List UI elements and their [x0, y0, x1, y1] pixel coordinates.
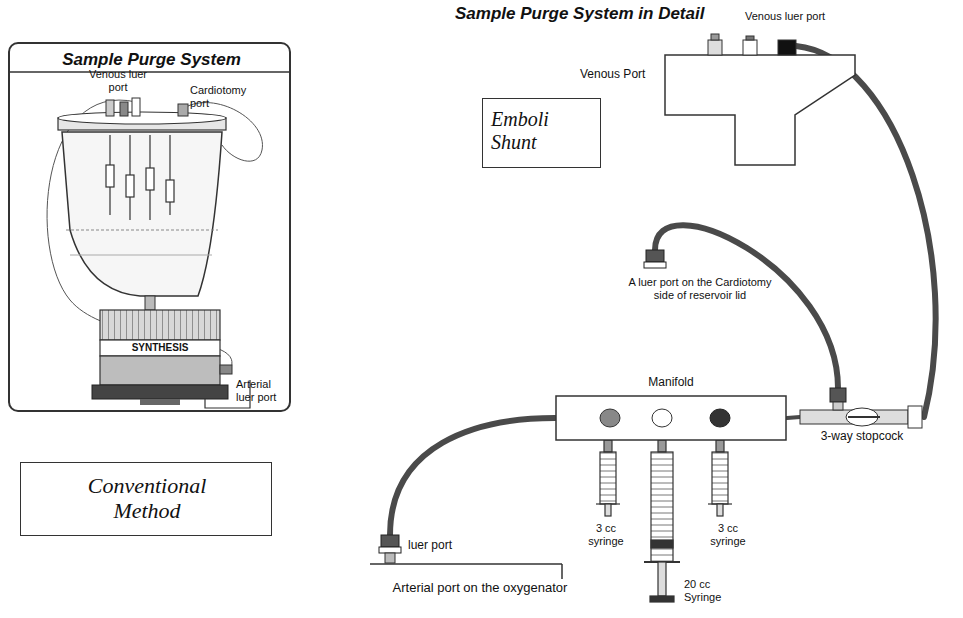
tube: [787, 417, 800, 418]
venous-port-outline: [580, 38, 860, 168]
tube: [796, 46, 936, 417]
arterial-port: luer portArterial port on the oxygenator: [340, 535, 620, 607]
node-text: luer port: [408, 539, 488, 553]
oxygenator: [100, 310, 220, 340]
part-label: Venous luer port: [88, 68, 148, 93]
arterial-port-outline: [340, 535, 620, 607]
lid-ports: [106, 98, 188, 116]
part-label: Cardiotomy port: [190, 84, 260, 109]
reservoir-bag: [62, 132, 222, 296]
syringes: [596, 440, 732, 602]
venous-port: Venous Port: [580, 38, 860, 168]
part-label: Venous luer port: [745, 10, 855, 23]
node-text: Sample Purge System: [10, 50, 293, 70]
tube: [390, 418, 555, 535]
manifold: Manifold: [555, 372, 787, 442]
node-text: A luer port on the Cardiotomy side of re…: [620, 276, 780, 301]
node-text: Venous Port: [580, 68, 660, 82]
filter-tubes: [106, 135, 174, 220]
part-label: 3 cc syringe: [578, 522, 634, 547]
arterial-luer-port: [220, 365, 232, 374]
panel-box: Sample Purge System: [8, 42, 291, 412]
tube: [655, 225, 838, 388]
node-text: Conventional Method: [57, 473, 237, 524]
part-label: Arterial luer port: [236, 378, 288, 403]
node-text: Emboli Shunt: [491, 108, 591, 154]
note-box: Emboli Shunt: [482, 98, 601, 168]
part-label: SYNTHESIS: [100, 342, 220, 354]
node-text: Manifold: [555, 376, 787, 390]
node-text: 3-way stopcock: [800, 430, 924, 444]
caption-box: Conventional Method: [20, 462, 272, 536]
node-text: Arterial port on the oxygenator: [340, 581, 620, 596]
luer-port: A luer port on the Cardiotomy side of re…: [620, 250, 780, 322]
heading-rule: [10, 71, 289, 73]
diagram-title: Sample Purge System in Detail: [455, 4, 704, 24]
part-label: 3 cc syringe: [700, 522, 756, 547]
purge-line: [47, 100, 232, 370]
part-label: 20 cc Syringe: [684, 578, 740, 603]
stopcock: 3-way stopcock: [800, 388, 924, 446]
